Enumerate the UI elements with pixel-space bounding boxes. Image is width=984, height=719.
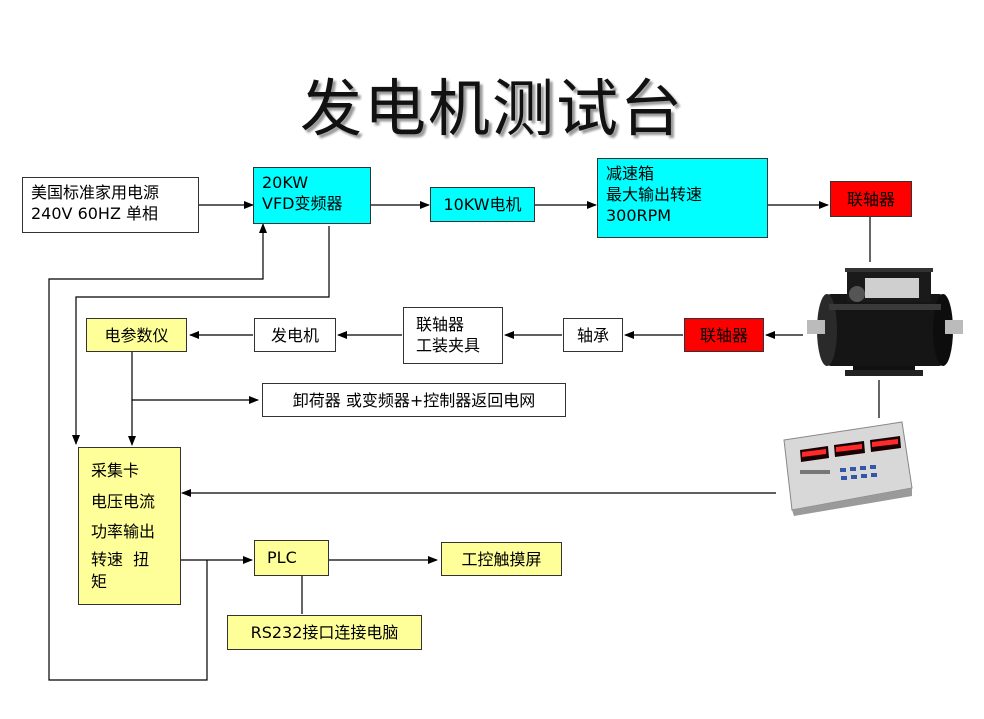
fixture-line-1: 联轴器 bbox=[416, 315, 465, 334]
touchscreen-label: 工控触摸屏 bbox=[461, 549, 542, 569]
arrow-vfd-to-daq bbox=[72, 226, 330, 445]
vfd-line-2: VFD变频器 bbox=[262, 194, 343, 213]
daq-box: 采集卡 电压电流 功率输出 转速 扭 矩 bbox=[78, 447, 181, 605]
plc-label: PLC bbox=[267, 548, 297, 567]
gearbox-line-3: 300RPM bbox=[606, 206, 672, 225]
arrow-loop-to-vfd bbox=[48, 223, 267, 681]
fixture-line-2: 工装夹具 bbox=[416, 336, 481, 355]
gearbox-line-1: 减速箱 bbox=[606, 164, 655, 183]
vfd-box: 20KW VFD变频器 bbox=[253, 167, 371, 224]
torque-sensor-image bbox=[807, 268, 963, 376]
motor-label: 10KW电机 bbox=[443, 195, 522, 214]
load-label: 卸荷器 或变频器+控制器返回电网 bbox=[292, 390, 536, 410]
coupling-top-box: 联轴器 bbox=[830, 181, 912, 217]
daq-line-1: 采集卡 bbox=[91, 461, 140, 480]
power-supply-line-2: 240V 60HZ 单相 bbox=[31, 204, 159, 223]
daq-line-5: 矩 bbox=[91, 571, 108, 591]
daq-line-2: 电压电流 bbox=[91, 491, 156, 511]
page-title: 发电机测试台 bbox=[299, 72, 684, 145]
fixture-box: 联轴器 工装夹具 bbox=[403, 307, 503, 364]
torque-display-unit-image bbox=[783, 421, 913, 516]
meter-box: 电参数仪 bbox=[86, 318, 187, 352]
load-box: 卸荷器 或变频器+控制器返回电网 bbox=[262, 383, 566, 417]
bearing-box: 轴承 bbox=[563, 318, 623, 352]
coupling-mid-box: 联轴器 bbox=[684, 318, 764, 352]
rs232-box: RS232接口连接电脑 bbox=[227, 615, 422, 650]
plc-box: PLC bbox=[254, 540, 329, 576]
touchscreen-box: 工控触摸屏 bbox=[441, 542, 562, 576]
power-supply-box: 美国标准家用电源 240V 60HZ 单相 bbox=[22, 177, 199, 233]
gearbox-line-2: 最大输出转速 bbox=[606, 185, 703, 204]
motor-box: 10KW电机 bbox=[430, 187, 535, 222]
gearbox-box: 减速箱 最大输出转速 300RPM bbox=[597, 158, 768, 238]
bearing-label: 轴承 bbox=[576, 325, 609, 345]
generator-box: 发电机 bbox=[254, 318, 336, 352]
coupling-top-label: 联轴器 bbox=[846, 189, 895, 209]
vfd-line-1: 20KW bbox=[262, 173, 309, 192]
daq-line-3: 功率输出 bbox=[91, 522, 156, 541]
daq-line-4: 转速 扭 bbox=[91, 549, 150, 569]
arrow-meter-to-load bbox=[131, 352, 259, 404]
coupling-mid-label: 联轴器 bbox=[699, 325, 748, 345]
generator-label: 发电机 bbox=[270, 325, 319, 345]
rs232-label: RS232接口连接电脑 bbox=[250, 623, 399, 642]
meter-label: 电参数仪 bbox=[104, 325, 169, 345]
power-supply-line-1: 美国标准家用电源 bbox=[31, 183, 160, 202]
